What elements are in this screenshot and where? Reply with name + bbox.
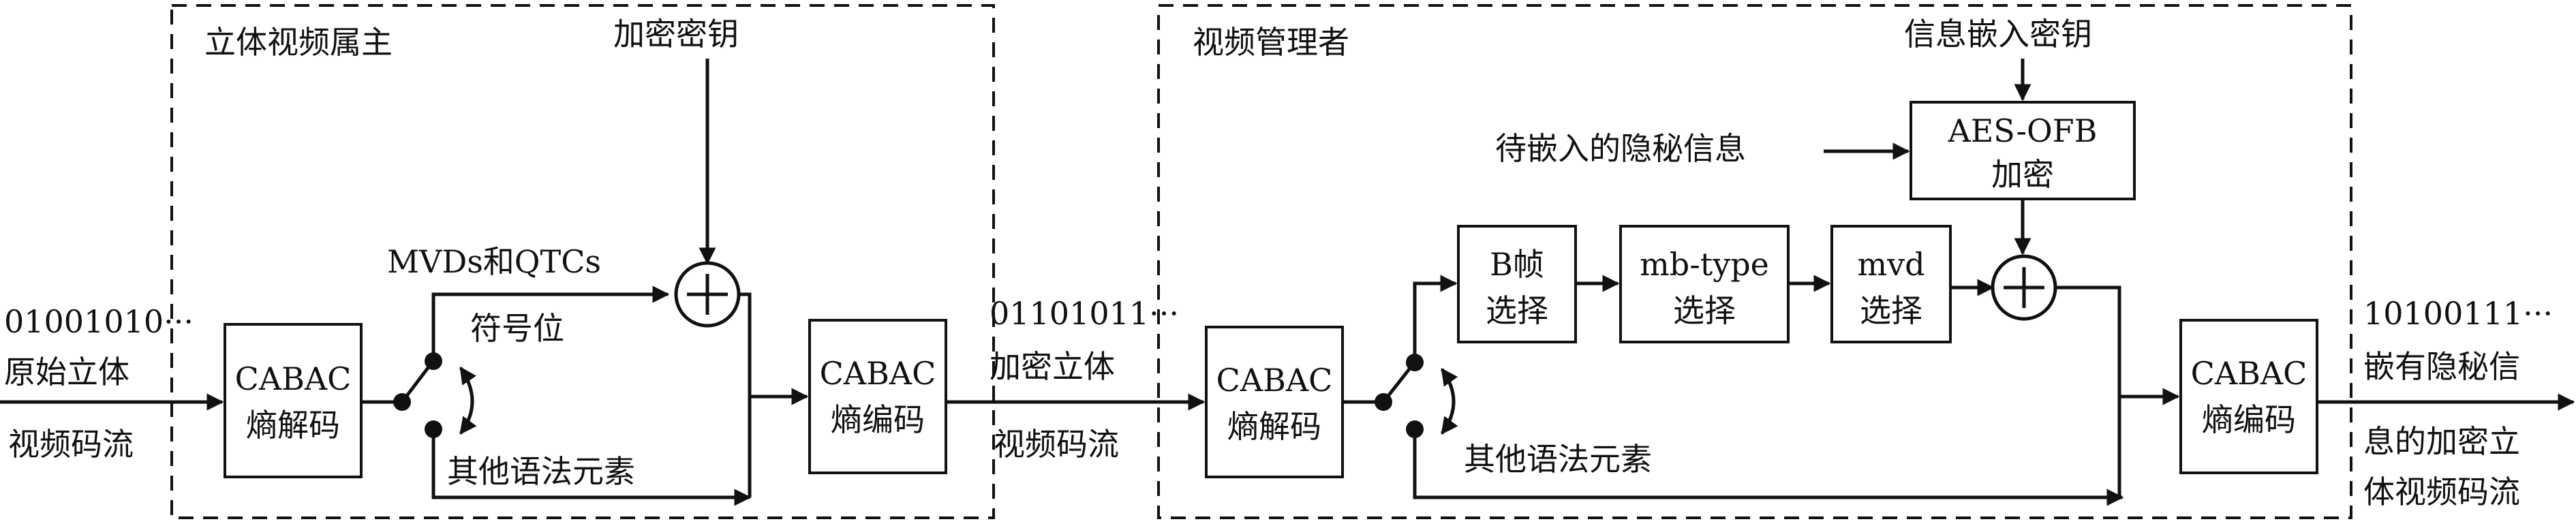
manager-upper-path xyxy=(1413,275,1458,362)
middle-label-line1: 加密立体 xyxy=(990,348,1115,385)
manager-region-title: 视频管理者 xyxy=(1193,24,1349,61)
owner-upper-path xyxy=(431,285,670,361)
owner-lower-path-label: 其他语法元素 xyxy=(447,453,635,490)
owner-sign-bit-label: 符号位 xyxy=(470,310,564,347)
manager-mvd-box xyxy=(1830,225,1952,343)
manager-b-frame-line2: 选择 xyxy=(1486,292,1548,329)
owner-lower-path xyxy=(431,429,752,506)
manager-embed-key-label: 信息嵌入密钥 xyxy=(1904,16,2092,52)
manager-encoder-box xyxy=(2179,319,2318,474)
manager-aes-line2: 加密 xyxy=(1991,156,2054,193)
manager-region xyxy=(1157,4,2352,519)
manager-aes-box xyxy=(1910,101,2136,200)
manager-b-frame-box xyxy=(1457,225,1577,343)
owner-switch-icon xyxy=(393,352,477,438)
owner-region-title: 立体视频属主 xyxy=(204,24,393,61)
owner-decoder-box xyxy=(224,323,363,478)
manager-mvd-line1: mvd xyxy=(1857,246,1925,283)
owner-merge-line xyxy=(739,292,752,497)
manager-mb-type-line2: 选择 xyxy=(1673,292,1736,329)
manager-secret-info-label: 待嵌入的隐秘信息 xyxy=(1495,130,1746,167)
manager-b-frame-line1: B帧 xyxy=(1490,246,1544,283)
manager-xor-plus-icon xyxy=(1991,254,2057,321)
owner-encoder-line1: CABAC xyxy=(820,355,936,392)
owner-decoder-line2: 熵解码 xyxy=(246,407,340,444)
owner-encoder-box xyxy=(808,319,947,474)
middle-bits: 01101011··· xyxy=(990,295,1179,332)
output-label-line2: 息的加密立 xyxy=(2363,423,2520,460)
manager-mb-type-box xyxy=(1619,225,1790,343)
manager-merge-line xyxy=(2055,285,2121,497)
manager-aes-line1: AES-OFB xyxy=(1948,112,2098,149)
manager-lower-path xyxy=(1413,429,2124,506)
manager-decoder-line2: 熵解码 xyxy=(1227,408,1321,445)
owner-encoder-line2: 熵编码 xyxy=(831,401,925,438)
owner-decoder-line1: CABAC xyxy=(235,360,352,397)
input-label-line2: 视频码流 xyxy=(8,426,134,463)
manager-lower-path-label: 其他语法元素 xyxy=(1464,441,1652,478)
manager-switch-icon xyxy=(1375,354,1458,438)
manager-mvd-line2: 选择 xyxy=(1860,292,1922,329)
middle-label-line2: 视频码流 xyxy=(994,426,1119,463)
output-bits: 10100111··· xyxy=(2363,295,2553,332)
owner-region xyxy=(170,4,995,519)
output-label-line3: 体视频码流 xyxy=(2363,474,2520,510)
owner-upper-path-label: MVDs和QTCs xyxy=(387,243,601,280)
owner-key-label: 加密密钥 xyxy=(613,16,739,52)
owner-xor-plus-icon xyxy=(674,261,741,328)
input-bits: 01001010··· xyxy=(4,303,194,340)
input-label-line1: 原始立体 xyxy=(4,354,129,390)
manager-mb-type-line1: mb-type xyxy=(1640,246,1769,283)
manager-decoder-box xyxy=(1205,326,1344,478)
output-label-line1: 嵌有隐秘信 xyxy=(2363,348,2520,385)
manager-encoder-line2: 熵编码 xyxy=(2202,401,2296,438)
manager-encoder-line1: CABAC xyxy=(2191,355,2307,392)
manager-decoder-line1: CABAC xyxy=(1216,362,1333,399)
